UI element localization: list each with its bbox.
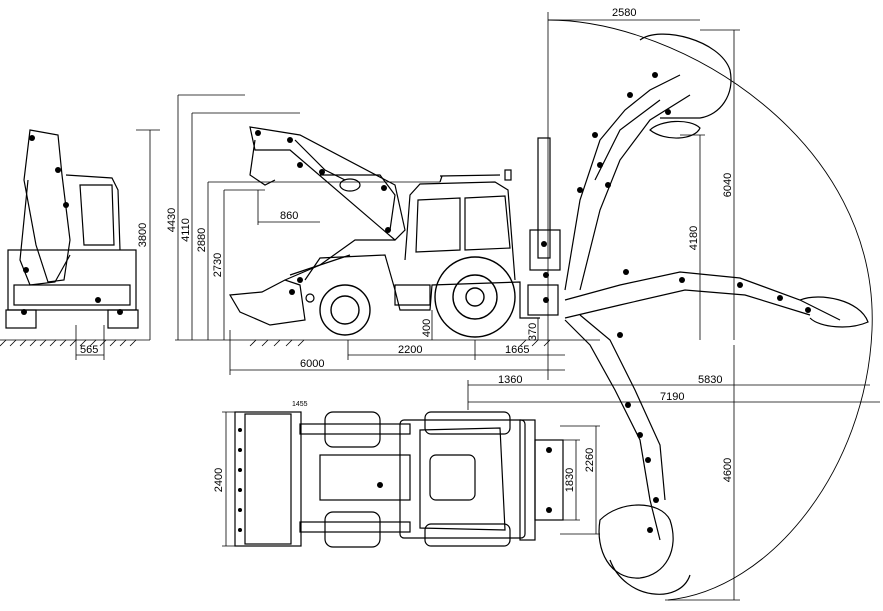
top-view: 2400 1455 1830 2260 [213,401,600,548]
dim-dump-reach: 860 [280,210,298,222]
dim-max-dig-height: 6040 [722,173,734,197]
dim-stabilizer-out: 2260 [584,448,596,472]
backhoe-working-envelope: 2580 6040 [547,7,873,601]
dim-loader-pin-height: 4110 [180,218,192,242]
dim-overall-length: 6000 [300,358,324,370]
dim-dig-depth: 4600 [722,458,734,482]
dim-bucket-below: 370 [527,323,539,341]
dim-ground-clearance: 400 [421,319,433,337]
dim-stabilizer-in: 1830 [564,468,576,492]
side-view: 4430 4110 2880 2730 860 400 370 2200 166… [166,94,880,410]
dim-small: 1455 [292,401,308,408]
dim-rear-overhang: 1665 [505,344,529,356]
dim-top-offset: 2580 [612,7,636,19]
front-view: 3800 565 [0,129,160,360]
dim-backhoe-dump-height: 4180 [688,226,700,250]
dim-swing-offset: 1360 [498,374,522,386]
dim-max-reach: 7190 [660,391,684,403]
dim-cab-height: 2880 [196,228,208,252]
dim-overall-height: 4430 [166,208,178,232]
dim-bucket-width: 2400 [213,468,225,492]
dim-dig-reach-ground: 5830 [698,374,722,386]
dim-front-height: 3800 [137,223,149,247]
dim-wheelbase: 2200 [398,344,422,356]
dim-dump-height: 2730 [212,253,224,277]
dim-front-track: 565 [80,344,98,356]
